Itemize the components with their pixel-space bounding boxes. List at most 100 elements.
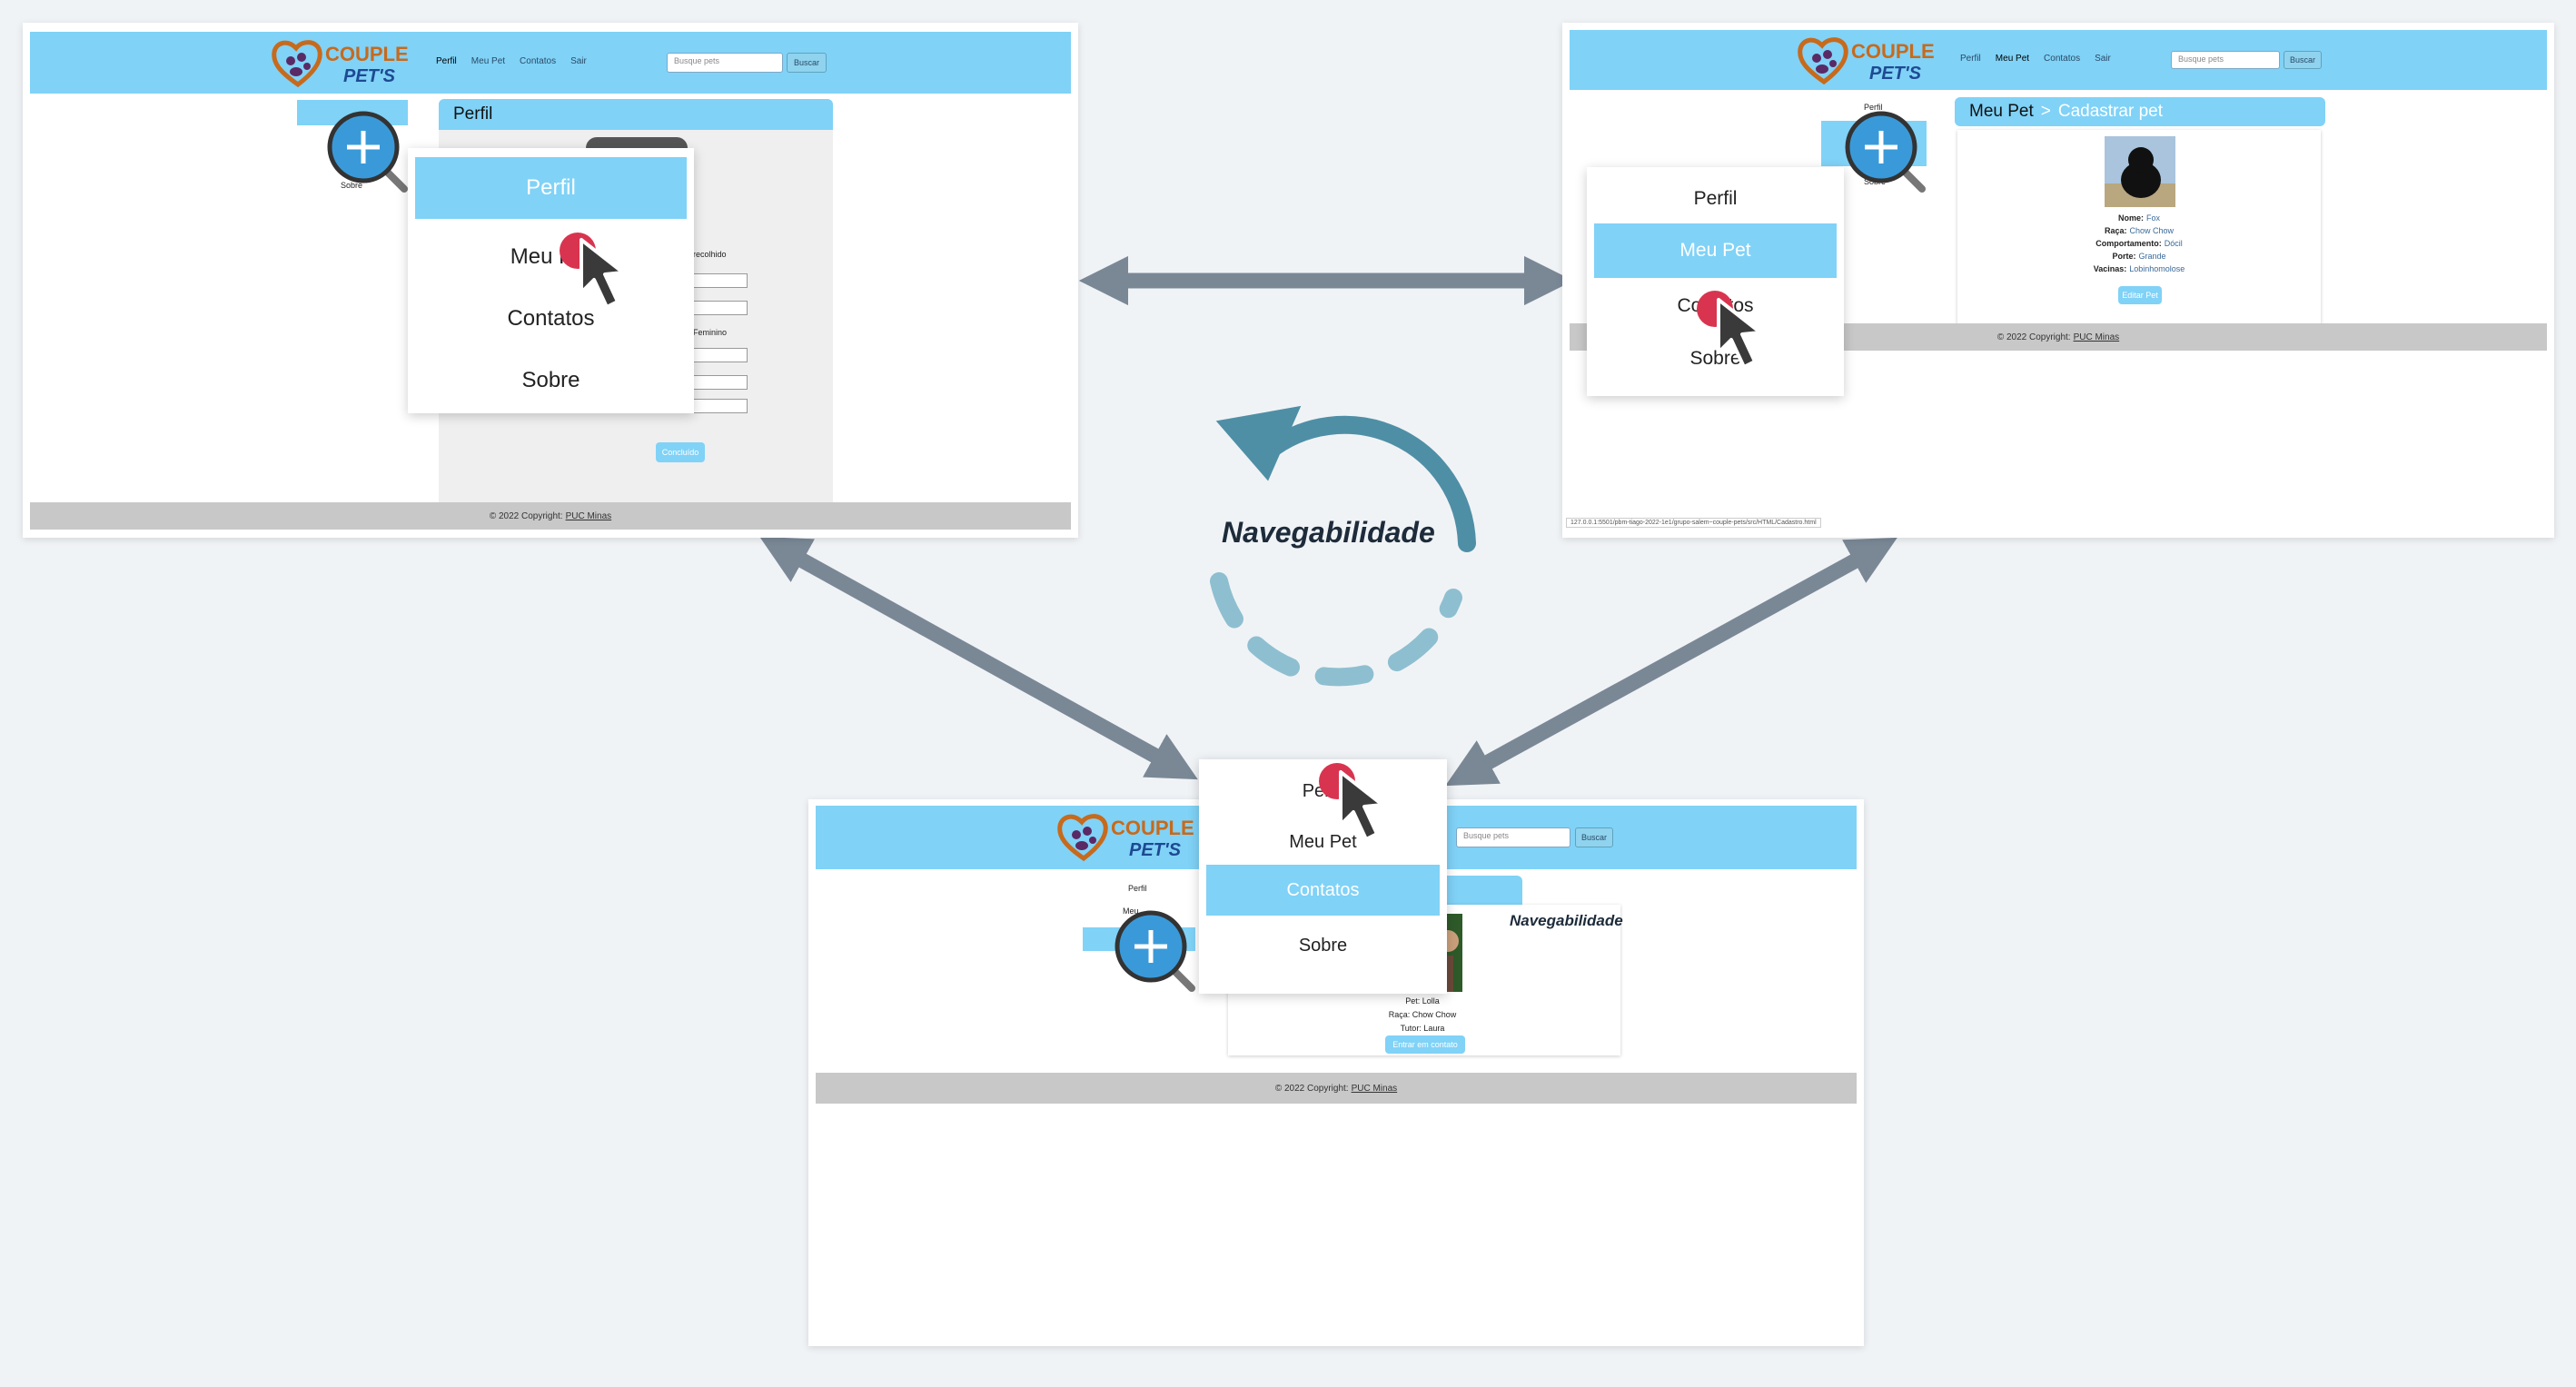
sidebar-perfil[interactable]: Perfil <box>1128 884 1147 893</box>
card-pet: Pet: Lolla <box>1405 996 1440 1006</box>
site-header: COUPLE PET'S Perfil Meu Pet Contatos Sai… <box>30 32 1071 94</box>
nav-contatos[interactable]: Contatos <box>2044 54 2081 64</box>
pet-info-row: Comportamento:Dócil <box>1957 237 2321 250</box>
brand-logo: COUPLE PET'S <box>1797 33 1960 87</box>
nav-sair[interactable]: Sair <box>570 56 587 66</box>
pet-info-key: Vacinas: <box>2093 264 2127 273</box>
sidebar-meu-pet[interactable]: Meu <box>1123 907 1139 916</box>
center-label: Navegabilidade <box>1222 516 1435 549</box>
pet-info-key: Nome: <box>2117 213 2144 223</box>
status-bar-url: 127.0.0.1:5501/pbm-tiago-2022-1e1/grupo-… <box>1566 518 1821 528</box>
nav-sair[interactable]: Sair <box>2095 54 2111 64</box>
menu-item-contatos[interactable]: Contatos <box>1206 865 1440 916</box>
cursor-pointer-icon <box>560 233 625 309</box>
panel-title: Meu Pet > Cadastrar pet <box>1955 97 2325 126</box>
heart-paw-icon <box>1057 814 1108 862</box>
cycle-arrow-solid <box>1258 415 1476 552</box>
form-date-input[interactable] <box>693 301 748 315</box>
footer-text: © 2022 Copyright: <box>489 510 563 521</box>
card-raca: Raça: Chow Chow <box>1388 1010 1457 1019</box>
card-lines: Pet: Lolla Raça: Chow Chow Tutor: Laura <box>1323 995 1522 1035</box>
pet-info-key: Raça: <box>2104 226 2127 235</box>
search-button[interactable]: Buscar <box>2284 51 2322 69</box>
zoom-in-icon <box>1845 111 1926 193</box>
pet-info-row: Nome:Fox <box>1957 212 2321 224</box>
footer-text: © 2022 Copyright: <box>1996 332 2071 342</box>
search-button[interactable]: Buscar <box>1575 827 1613 847</box>
cycle-dashes <box>1210 572 1462 687</box>
brand-logo: COUPLE PET'S <box>271 35 434 90</box>
pet-info-value: Dócil <box>2164 239 2183 248</box>
brand-couple: COUPLE <box>325 43 409 65</box>
dropdown-menu-contatos: Perfil Meu Pet Contatos Sobre <box>1199 759 1447 994</box>
pet-info-row: Porte:Grande <box>1957 250 2321 263</box>
menu-item-perfil[interactable]: Perfil <box>1693 188 1738 209</box>
panel-title-meu-pet: Meu Pet <box>1969 102 2034 121</box>
menu-item-contatos[interactable]: Contatos <box>507 306 595 331</box>
dropdown-menu-perfil: Perfil Meu Pet Contatos Sobre <box>408 148 694 413</box>
site-header: COUPLE PET'S Perfil Meu Pet Contatos Sai… <box>1570 30 2547 90</box>
sidebar-perfil[interactable]: Perfil <box>1864 103 1883 112</box>
brand-logo: COUPLE PET'S <box>1056 809 1220 864</box>
nav-meu-pet[interactable]: Meu Pet <box>1995 54 2030 64</box>
menu-item-sobre[interactable]: Sobre <box>521 368 580 392</box>
heart-paw-icon <box>272 40 322 88</box>
pet-info-value: Chow Chow <box>2129 226 2175 235</box>
pet-info-row: Vacinas:Lobinhomolose <box>1957 263 2321 275</box>
brand-pets: PET'S <box>1129 840 1181 860</box>
nav-meu-pet[interactable]: Meu Pet <box>471 56 506 66</box>
brand-pets: PET'S <box>1869 64 1921 84</box>
arrow-perfil-contatos <box>759 536 1198 780</box>
menu-item-perfil[interactable]: Perfil <box>415 157 687 219</box>
card-heading: Navegabilidade <box>1510 912 1623 929</box>
search-button[interactable]: Buscar <box>787 53 827 73</box>
footer-link[interactable]: PUC Minas <box>1351 1083 1398 1094</box>
menu-item-sobre[interactable]: Sobre <box>1298 935 1348 956</box>
dropdown-menu-meu-pet: Perfil Meu Pet Contatos Sobre <box>1587 167 1844 396</box>
footer-link[interactable]: PUC Minas <box>565 510 612 521</box>
pet-photo <box>2105 136 2175 207</box>
submit-button[interactable]: Concluído <box>656 442 705 462</box>
form-input-1[interactable] <box>693 273 748 288</box>
pet-info-value: Grande <box>2138 252 2166 261</box>
contact-button[interactable]: Entrar em contato <box>1385 1035 1465 1054</box>
cursor-pointer-icon <box>1697 291 1762 369</box>
arrow-meupet-contatos <box>1445 537 1897 787</box>
search-input[interactable]: Busque pets <box>2171 51 2280 69</box>
zoom-in-icon <box>327 111 408 193</box>
pet-info-row: Raça:Chow Chow <box>1957 224 2321 237</box>
nav-perfil[interactable]: Perfil <box>1960 54 1981 64</box>
form-input-3[interactable] <box>693 375 748 390</box>
footer-text: © 2022 Copyright: <box>1274 1083 1349 1094</box>
nav-perfil[interactable]: Perfil <box>436 56 457 66</box>
card-tutor: Tutor: Laura <box>1400 1024 1445 1033</box>
form-input-2[interactable] <box>693 348 748 362</box>
search-input[interactable]: Busque pets <box>1456 827 1570 847</box>
site-footer: © 2022 Copyright:PUC Minas <box>30 502 1071 530</box>
field-label-recolhido: recolhido <box>693 250 727 259</box>
pet-info-key: Comportamento: <box>2095 239 2162 248</box>
field-label-feminino: Feminino <box>693 328 728 337</box>
nav-contatos[interactable]: Contatos <box>520 56 557 66</box>
site-footer: © 2022 Copyright:PUC Minas <box>816 1073 1857 1104</box>
main-nav: Perfil Meu Pet Contatos Sair <box>436 56 587 66</box>
screenshot-perfil: COUPLE PET'S Perfil Meu Pet Contatos Sai… <box>23 23 1078 538</box>
menu-item-meu-pet[interactable]: Meu Pet <box>1594 223 1837 278</box>
brand-couple: COUPLE <box>1851 40 1935 63</box>
panel-subtitle: Cadastrar pet <box>2057 102 2163 121</box>
edit-pet-button[interactable]: Editar Pet <box>2118 286 2162 304</box>
brand-couple: COUPLE <box>1111 817 1194 839</box>
main-nav: Perfil Meu Pet Contatos Sair <box>1960 54 2111 64</box>
sidebar-sobre[interactable]: Sobre <box>341 181 363 190</box>
brand-pets: PET'S <box>343 66 395 86</box>
pet-info-key: Porte: <box>2112 252 2136 261</box>
search-input[interactable]: Busque pets <box>667 53 783 73</box>
zoom-in-icon <box>1115 910 1195 992</box>
breadcrumb-separator: > <box>2040 102 2051 121</box>
footer-link[interactable]: PUC Minas <box>2073 332 2120 342</box>
menu-item-sobre[interactable]: Sobre <box>1689 348 1741 369</box>
menu-item-meu-pet[interactable]: Meu Pet <box>1289 831 1357 852</box>
panel-title: Perfil <box>439 99 833 130</box>
